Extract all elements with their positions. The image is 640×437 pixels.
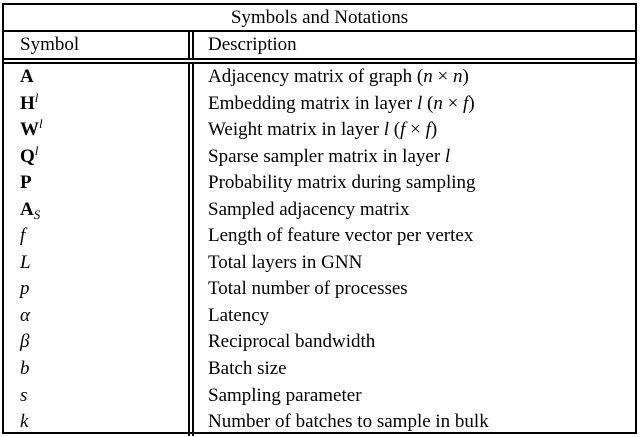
table-row: P Probability matrix during sampling	[4, 170, 635, 197]
symbol-text: s	[20, 384, 28, 406]
description-text: Length of feature vector per vertex	[208, 225, 474, 247]
symbols-notations-table: Symbols and Notations Symbol Description…	[2, 3, 637, 436]
math-variable: n	[433, 92, 443, 114]
table-row: f Length of feature vector per vertex	[4, 223, 635, 250]
description-text: ×	[432, 66, 453, 87]
description-cell: Length of feature vector per vertex	[188, 223, 635, 250]
column-header-symbol: Symbol	[20, 34, 80, 55]
description-cell: Batch size	[188, 356, 635, 383]
description-text: )	[462, 66, 469, 87]
symbol-text: p	[20, 278, 30, 300]
symbol-text: A	[20, 66, 34, 87]
description-cell: Number of batches to sample in bulk	[188, 409, 635, 436]
description-text: Probability matrix during sampling	[208, 172, 476, 194]
description-text: Sampling parameter	[208, 384, 362, 406]
description-cell: Probability matrix during sampling	[188, 170, 635, 197]
description-text: Total layers in GNN	[208, 251, 363, 273]
description-text: Embedding matrix in layer	[208, 92, 417, 114]
symbol-superscript: l	[34, 142, 39, 158]
symbol-cell: A	[4, 64, 188, 91]
description-text: Sampled adjacency matrix	[208, 198, 410, 220]
description-text: ×	[405, 119, 426, 141]
description-text: (	[389, 119, 401, 141]
symbol-cell: P	[4, 170, 188, 197]
table-row: AS Sampled adjacency matrix	[4, 196, 635, 224]
description-text: Reciprocal bandwidth	[208, 331, 376, 353]
symbol-subscript: S	[33, 206, 41, 222]
symbol-cell: s	[4, 383, 188, 410]
symbol-superscript: l	[34, 89, 39, 105]
table-row: L Total layers in GNN	[4, 249, 635, 277]
description-cell: Adjacency matrix of graph (n × n)	[188, 64, 635, 91]
symbol-text: Q	[20, 145, 35, 167]
table-header-row: Symbol Description	[4, 32, 635, 64]
table-row: Wl Weight matrix in layer l (f × f)	[4, 117, 635, 144]
symbol-cell: α	[4, 303, 188, 330]
column-header-description: Description	[188, 32, 635, 58]
symbol-cell: Wl	[4, 117, 188, 144]
description-text: ×	[442, 92, 464, 114]
table-title: Symbols and Notations	[4, 5, 635, 32]
symbol-cell: k	[4, 409, 188, 436]
math-variable: l	[444, 145, 451, 167]
description-cell: Reciprocal bandwidth	[188, 329, 635, 357]
math-variable: l	[383, 119, 390, 141]
description-cell: Weight matrix in layer l (f × f)	[188, 117, 635, 144]
table-body: A Adjacency matrix of graph (n × n) Hl E…	[4, 64, 635, 436]
symbol-cell: AS	[4, 197, 188, 224]
table-row: Ql Sparse sampler matrix in layer l	[4, 143, 635, 171]
description-text: (	[422, 92, 434, 114]
symbol-text: P	[20, 172, 32, 194]
description-text: )	[468, 92, 475, 114]
table-row: s Sampling parameter	[4, 382, 635, 410]
symbol-superscript: l	[39, 116, 43, 132]
description-cell: Latency	[188, 302, 635, 330]
table-row: A Adjacency matrix of graph (n × n)	[4, 64, 635, 91]
description-text: Batch size	[208, 358, 287, 380]
math-variable: n	[452, 66, 463, 87]
math-variable: f	[400, 119, 406, 141]
math-variable: f	[425, 119, 431, 141]
description-cell: Sampling parameter	[188, 382, 635, 410]
symbol-cell: b	[4, 356, 188, 383]
symbol-cell: f	[4, 223, 188, 250]
table-row: k Number of batches to sample in bulk	[4, 409, 635, 436]
description-text: Sparse sampler matrix in layer	[208, 145, 445, 167]
symbol-cell: Hl	[4, 91, 188, 118]
table-row: b Batch size	[4, 356, 635, 383]
symbol-text: b	[20, 358, 30, 380]
symbol-cell: Ql	[4, 144, 188, 171]
table-row: β Reciprocal bandwidth	[4, 329, 635, 357]
symbol-text: f	[20, 225, 26, 247]
description-text: Number of batches to sample in bulk	[208, 411, 489, 433]
symbol-text: H	[20, 92, 35, 114]
math-variable: f	[463, 92, 469, 114]
description-cell: Embedding matrix in layer l (n × f)	[188, 90, 635, 118]
symbol-cell: β	[4, 329, 188, 356]
description-cell: Sparse sampler matrix in layer l	[188, 143, 635, 171]
description-text: Total number of processes	[208, 278, 408, 300]
description-cell: Total number of processes	[188, 276, 635, 303]
description-text: Latency	[208, 304, 270, 326]
description-text: Adjacency matrix of graph (	[208, 66, 424, 87]
description-text: Weight matrix in layer	[208, 119, 384, 141]
symbol-text: L	[20, 251, 31, 273]
description-text: )	[430, 119, 438, 141]
symbol-text: β	[20, 331, 30, 353]
symbol-cell: L	[4, 250, 188, 277]
symbol-cell: p	[4, 276, 188, 303]
symbol-text: A	[20, 198, 34, 220]
table-row: Hl Embedding matrix in layer l (n × f)	[4, 90, 635, 118]
table-row: α Latency	[4, 302, 635, 330]
description-cell: Sampled adjacency matrix	[188, 196, 635, 224]
symbol-text: k	[20, 411, 29, 433]
math-variable: l	[416, 92, 423, 114]
symbol-text: W	[20, 119, 39, 141]
math-variable: n	[423, 66, 433, 87]
table-row: p Total number of processes	[4, 276, 635, 303]
symbol-text: α	[20, 304, 30, 326]
description-cell: Total layers in GNN	[188, 249, 635, 277]
